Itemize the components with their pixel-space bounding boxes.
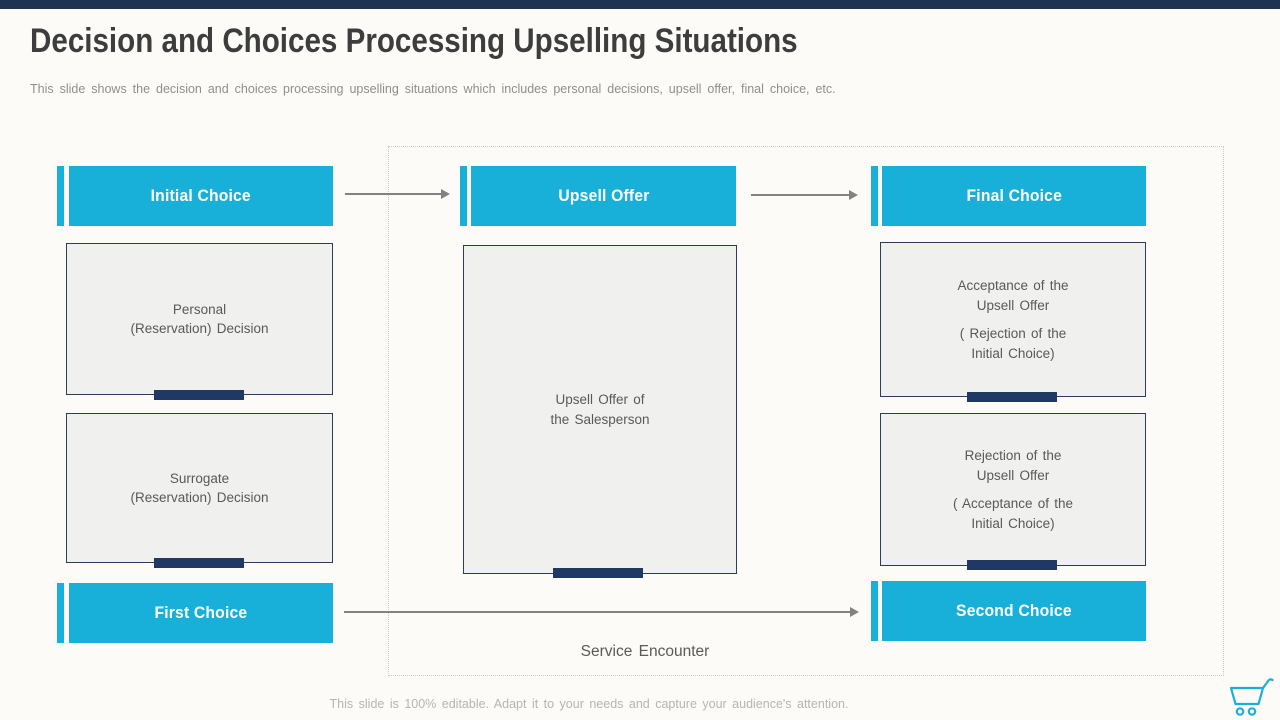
header-upsell-offer: Upsell Offer <box>471 166 736 226</box>
box-underline-tab <box>154 390 244 400</box>
header-initial-choice-label: Initial Choice <box>150 186 252 205</box>
footer-first-choice-label: First Choice <box>154 603 248 622</box>
slide-title: Decision and Choices Processing Upsellin… <box>30 22 798 60</box>
box-surrogate-decision-text: Surrogate (Reservation) Decision <box>130 470 269 506</box>
box-acceptance-upsell-offer: Acceptance of the Upsell Offer ( Rejecti… <box>880 242 1146 397</box>
box-underline-tab <box>967 392 1057 402</box>
arrow-head <box>441 189 450 199</box>
top-accent-bar <box>0 0 1280 9</box>
header-accent-final-choice <box>871 166 878 226</box>
footer-accent-first-choice <box>57 583 64 643</box>
box-rejection-upsell-offer: Rejection of the Upsell Offer ( Acceptan… <box>880 413 1146 566</box>
box-rejection-text-1: Rejection of the Upsell Offer <box>964 448 1062 483</box>
box-rejection-text-2: ( Acceptance of the Initial Choice) <box>952 496 1074 531</box>
header-accent-upsell-offer <box>460 166 467 226</box>
box-underline-tab <box>967 560 1057 570</box>
box-upsell-offer-salesperson: Upsell Offer of the Salesperson <box>463 245 737 574</box>
arrow-head <box>849 190 858 200</box>
footer-second-choice-label: Second Choice <box>956 601 1072 620</box>
box-acceptance-text-1: Acceptance of the Upsell Offer <box>957 278 1069 313</box>
shopping-cart-icon <box>1229 678 1274 716</box>
footer-accent-second-choice <box>871 581 878 641</box>
service-encounter-label: Service Encounter <box>580 643 710 660</box>
box-underline-tab <box>553 568 643 578</box>
header-initial-choice: Initial Choice <box>69 166 333 226</box>
box-acceptance-text-2: ( Rejection of the Initial Choice) <box>959 326 1067 361</box>
box-upsell-offer-salesperson-text: Upsell Offer of the Salesperson <box>550 392 650 427</box>
arrow-head <box>850 607 859 617</box>
service-encounter-boundary <box>388 146 1224 676</box>
arrow-shaft <box>344 611 850 613</box>
footer-note: This slide is 100% editable. Adapt it to… <box>329 697 849 711</box>
box-personal-decision: Personal (Reservation) Decision <box>66 243 333 395</box>
box-surrogate-decision: Surrogate (Reservation) Decision <box>66 413 333 563</box>
footer-second-choice: Second Choice <box>882 581 1146 641</box>
arrow-shaft <box>345 193 441 195</box>
box-personal-decision-text: Personal (Reservation) Decision <box>130 301 269 337</box>
box-underline-tab <box>154 558 244 568</box>
header-accent-initial-choice <box>57 166 64 226</box>
slide-subtitle: This slide shows the decision and choice… <box>30 82 836 96</box>
footer-first-choice: First Choice <box>69 583 333 643</box>
header-final-choice-label: Final Choice <box>966 186 1062 205</box>
header-upsell-offer-label: Upsell Offer <box>557 186 650 205</box>
arrow-shaft <box>751 194 849 196</box>
header-final-choice: Final Choice <box>882 166 1146 226</box>
